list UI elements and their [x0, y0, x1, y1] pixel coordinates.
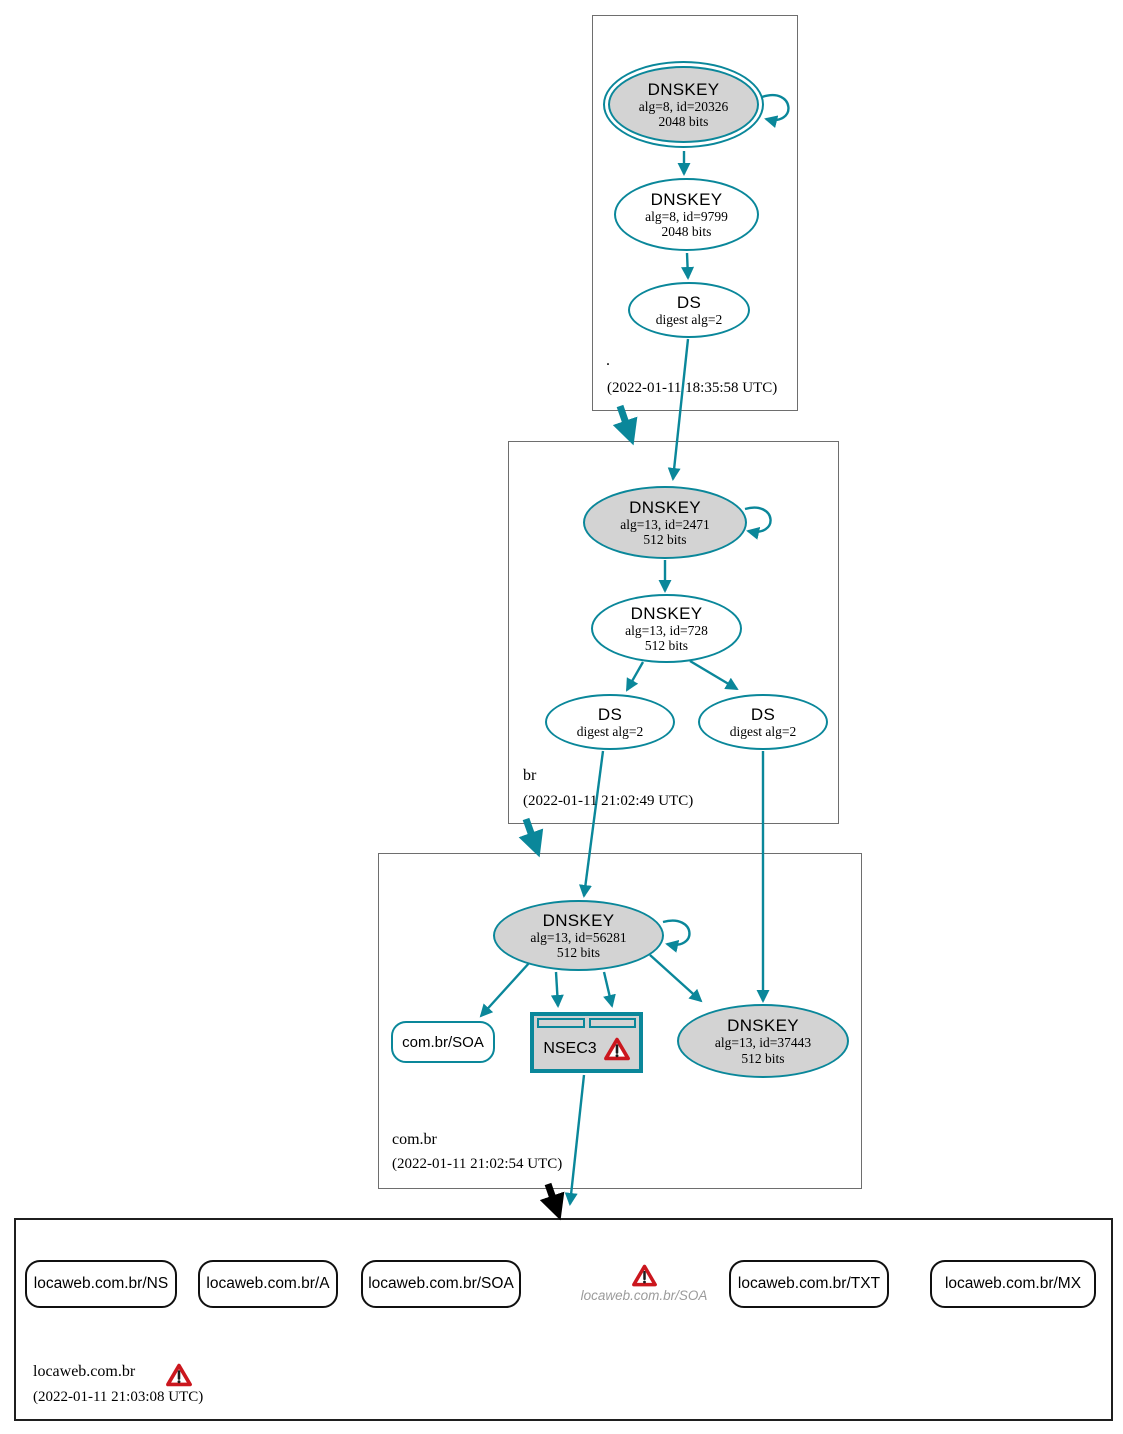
node-title: DNSKEY [727, 1016, 799, 1036]
zone-label-locaweb: locaweb.com.br [33, 1363, 136, 1380]
node-title: DS [750, 704, 776, 724]
dnskey-node-root-ksk-inner: DNSKEY alg=8, id=20326 2048 bits [608, 66, 759, 143]
node-detail: digest alg=2 [576, 723, 644, 739]
zone-label-br: br [523, 767, 537, 784]
warning-icon [604, 1037, 630, 1061]
zone-timestamp-br: (2022-01-11 21:02:49 UTC) [523, 793, 694, 809]
dnskey-node-root-ksk[interactable]: DNSKEY alg=8, id=20326 2048 bits [603, 61, 764, 148]
node-detail: digest alg=2 [655, 311, 723, 327]
node-detail: digest alg=2 [729, 723, 797, 739]
dnskey-node-br-zsk[interactable]: DNSKEY alg=13, id=728 512 bits [591, 594, 742, 663]
zone-box-combr [378, 853, 862, 1189]
nsec3-cell [537, 1018, 585, 1028]
node-title: DNSKEY [629, 497, 701, 517]
zone-box-root [592, 15, 798, 411]
zone-timestamp-root: (2022-01-11 18:35:58 UTC) [607, 380, 778, 396]
node-detail: 512 bits [556, 945, 601, 961]
rrset-node-locaweb-ns[interactable]: locaweb.com.br/NS [25, 1260, 177, 1308]
nsec3-node[interactable]: NSEC3 [530, 1012, 643, 1073]
node-title: DNSKEY [650, 189, 723, 209]
node-title: DS [597, 704, 623, 724]
rrset-label: locaweb.com.br/MX [944, 1275, 1082, 1292]
rrset-label: locaweb.com.br/TXT [737, 1275, 881, 1292]
rrset-label: locaweb.com.br/SOA [368, 1275, 514, 1292]
node-detail: 512 bits [644, 638, 689, 654]
rrset-label: locaweb.com.br/NS [33, 1275, 169, 1292]
node-detail: 512 bits [741, 1050, 785, 1066]
warning-icon [166, 1363, 192, 1387]
node-detail: alg=13, id=728 [625, 622, 708, 638]
rrset-node-locaweb-txt[interactable]: locaweb.com.br/TXT [729, 1260, 889, 1308]
dnskey-node-root-zsk[interactable]: DNSKEY alg=8, id=9799 2048 bits [614, 178, 759, 251]
ds-node-br-left[interactable]: DS digest alg=2 [545, 694, 675, 750]
dnskey-node-br-ksk[interactable]: DNSKEY alg=13, id=2471 512 bits [583, 486, 747, 559]
nsec3-label: NSEC3 [543, 1039, 597, 1057]
dnskey-node-combr-ksk[interactable]: DNSKEY alg=13, id=56281 512 bits [493, 900, 664, 971]
dnskey-node-combr-key2[interactable]: DNSKEY alg=13, id=37443 512 bits [677, 1004, 849, 1078]
node-detail: alg=13, id=2471 [620, 516, 710, 532]
ghost-soa-label: locaweb.com.br/SOA [580, 1288, 708, 1303]
zone-timestamp-locaweb: (2022-01-11 21:03:08 UTC) [33, 1389, 204, 1405]
node-title: DNSKEY [630, 603, 703, 623]
rrset-label: locaweb.com.br/A [206, 1275, 330, 1292]
node-title: DNSKEY [542, 910, 615, 930]
rrset-node-locaweb-soa[interactable]: locaweb.com.br/SOA [361, 1260, 521, 1308]
warning-icon [632, 1264, 657, 1287]
zone-timestamp-combr: (2022-01-11 21:02:54 UTC) [392, 1156, 563, 1172]
rrset-node-locaweb-a[interactable]: locaweb.com.br/A [198, 1260, 338, 1308]
rrset-label: com.br/SOA [402, 1033, 484, 1051]
node-detail: alg=13, id=56281 [530, 929, 627, 945]
zone-label-combr: com.br [392, 1131, 437, 1148]
node-title: DS [676, 292, 702, 312]
node-title: DNSKEY [647, 79, 720, 99]
ds-node-root[interactable]: DS digest alg=2 [628, 282, 750, 338]
rrset-node-locaweb-mx[interactable]: locaweb.com.br/MX [930, 1260, 1096, 1308]
node-detail: 2048 bits [661, 224, 712, 240]
node-detail: alg=13, id=37443 [714, 1035, 812, 1051]
ds-node-br-right[interactable]: DS digest alg=2 [698, 694, 828, 750]
rrset-node-combr-soa[interactable]: com.br/SOA [391, 1021, 495, 1063]
nsec3-header-cells [537, 1018, 636, 1028]
node-detail: 512 bits [643, 532, 687, 548]
node-detail: alg=8, id=20326 [638, 98, 729, 114]
node-detail: alg=8, id=9799 [645, 208, 728, 224]
node-detail: 2048 bits [658, 114, 709, 130]
nsec3-cell [588, 1018, 636, 1028]
zone-label-root: . [606, 352, 610, 369]
